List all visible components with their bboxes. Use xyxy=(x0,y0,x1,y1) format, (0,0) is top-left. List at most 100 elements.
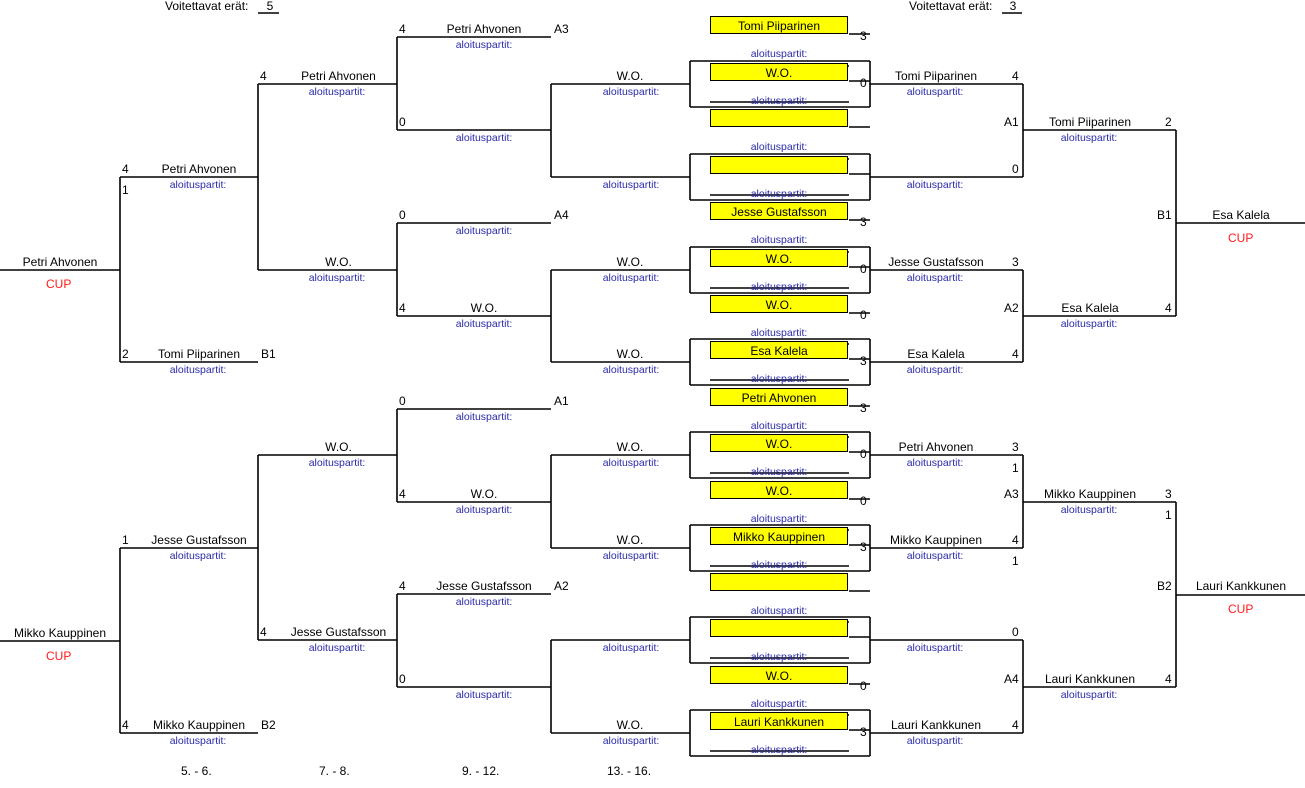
aloituspartit-label: aloituspartit: xyxy=(602,457,660,469)
aloituspartit-label: aloituspartit: xyxy=(1060,504,1118,516)
aloituspartit-label: aloituspartit: xyxy=(750,698,808,710)
bracket-tag: A1 xyxy=(554,394,569,408)
player-name: W.O. xyxy=(616,69,644,83)
score: 4 xyxy=(399,487,406,501)
score: 0 xyxy=(399,208,406,222)
header-left-value: 5 xyxy=(266,0,274,13)
match-slot[interactable]: W.O. xyxy=(710,434,848,452)
player-name: Jesse Gustafsson xyxy=(888,255,984,269)
player-name: Tomi Piiparinen xyxy=(157,347,241,361)
aloituspartit-label: aloituspartit: xyxy=(455,504,513,516)
score: 3 xyxy=(1012,440,1019,454)
aloituspartit-label: aloituspartit: xyxy=(750,141,808,153)
score: 1 xyxy=(122,533,129,547)
match-slot[interactable]: Mikko Kauppinen xyxy=(710,527,848,545)
aloituspartit-label: aloituspartit: xyxy=(602,642,660,654)
player-name: W.O. xyxy=(325,440,352,454)
right-final-top-name: Esa Kalela xyxy=(1212,208,1270,222)
aloituspartit-label: aloituspartit: xyxy=(1060,132,1118,144)
match-slot[interactable]: Jesse Gustafsson xyxy=(710,202,848,220)
aloituspartit-label: aloituspartit: xyxy=(906,364,964,376)
aloituspartit-label: aloituspartit: xyxy=(750,744,808,756)
score: 4 xyxy=(1012,69,1019,83)
score: 0 xyxy=(860,679,867,693)
score: 0 xyxy=(860,494,867,508)
score: 0 xyxy=(399,672,406,686)
player-name: Mikko Kauppinen xyxy=(889,533,983,547)
match-slot[interactable] xyxy=(710,109,848,127)
aloituspartit-label: aloituspartit: xyxy=(1060,689,1118,701)
aloituspartit-label: aloituspartit: xyxy=(455,225,513,237)
aloituspartit-label: aloituspartit: xyxy=(169,364,227,376)
match-slot[interactable] xyxy=(710,156,848,174)
score: 3 xyxy=(860,29,867,43)
player-name: W.O. xyxy=(470,301,498,315)
cup-label: CUP xyxy=(1228,231,1254,245)
match-slot[interactable] xyxy=(710,573,848,591)
cup-label: CUP xyxy=(46,277,72,291)
cup-label: CUP xyxy=(46,649,72,663)
player-name: Esa Kalela xyxy=(907,347,965,361)
player-name: Jesse Gustafsson xyxy=(436,579,532,593)
score: 0 xyxy=(399,115,406,129)
bracket-tag: B1 xyxy=(1157,208,1172,222)
aloituspartit-label: aloituspartit: xyxy=(455,596,513,608)
score: 3 xyxy=(860,540,867,554)
player-name: Jesse Gustafsson xyxy=(151,533,247,547)
round-label: 7. - 8. xyxy=(319,764,350,778)
score: 4 xyxy=(399,22,406,36)
score: 2 xyxy=(1165,115,1172,129)
score: 2 xyxy=(122,347,129,361)
score-extra: 1 xyxy=(122,183,129,197)
match-slot[interactable]: Tomi Piiparinen xyxy=(710,16,848,34)
score: 4 xyxy=(122,162,129,176)
aloituspartit-label: aloituspartit: xyxy=(169,179,227,191)
aloituspartit-label: aloituspartit: xyxy=(602,272,660,284)
aloituspartit-label: aloituspartit: xyxy=(906,86,964,98)
player-name: Petri Ahvonen xyxy=(898,440,974,454)
player-name: W.O. xyxy=(470,487,498,501)
aloituspartit-label: aloituspartit: xyxy=(750,559,808,571)
cup-label: CUP xyxy=(1228,602,1254,616)
match-slot[interactable]: Lauri Kankkunen xyxy=(710,712,848,730)
player-name: W.O. xyxy=(616,718,644,732)
score: 0 xyxy=(1012,162,1019,176)
match-slot[interactable]: W.O. xyxy=(710,481,848,499)
match-slot[interactable] xyxy=(710,619,848,637)
aloituspartit-label: aloituspartit: xyxy=(602,86,660,98)
aloituspartit-label: aloituspartit: xyxy=(602,364,660,376)
round-label: 9. - 12. xyxy=(462,764,500,778)
match-slot[interactable]: Petri Ahvonen xyxy=(710,388,848,406)
bracket-tag: A4 xyxy=(554,208,569,222)
aloituspartit-label: aloituspartit: xyxy=(455,689,513,701)
aloituspartit-label: aloituspartit: xyxy=(308,457,366,469)
player-name: Lauri Kankkunen xyxy=(890,718,982,732)
bracket-tag: A3 xyxy=(1004,487,1019,501)
score: 0 xyxy=(860,308,867,322)
match-slot[interactable]: W.O. xyxy=(710,295,848,313)
match-slot[interactable]: W.O. xyxy=(710,249,848,267)
aloituspartit-label: aloituspartit: xyxy=(308,642,366,654)
aloituspartit-label: aloituspartit: xyxy=(602,550,660,562)
player-name: W.O. xyxy=(616,440,644,454)
player-name: Mikko Kauppinen xyxy=(152,718,246,732)
bracket-tag: A2 xyxy=(1004,301,1019,315)
player-name: W.O. xyxy=(325,255,352,269)
aloituspartit-label: aloituspartit: xyxy=(1060,318,1118,330)
score: 0 xyxy=(1012,625,1019,639)
score: 0 xyxy=(860,76,867,90)
bracket-tag: B1 xyxy=(261,347,276,361)
score: 0 xyxy=(860,447,867,461)
aloituspartit-label: aloituspartit: xyxy=(750,281,808,293)
aloituspartit-label: aloituspartit: xyxy=(750,188,808,200)
match-slot[interactable]: W.O. xyxy=(710,63,848,81)
score: 4 xyxy=(1012,533,1019,547)
match-slot[interactable]: W.O. xyxy=(710,666,848,684)
bracket-tag: B2 xyxy=(1157,579,1172,593)
aloituspartit-label: aloituspartit: xyxy=(750,48,808,60)
player-name: Esa Kalela xyxy=(1061,301,1119,315)
right-final-bottom-name: Lauri Kankkunen xyxy=(1195,579,1287,593)
match-slot[interactable]: Esa Kalela xyxy=(710,341,848,359)
left-final-top-name: Petri Ahvonen xyxy=(22,255,98,269)
